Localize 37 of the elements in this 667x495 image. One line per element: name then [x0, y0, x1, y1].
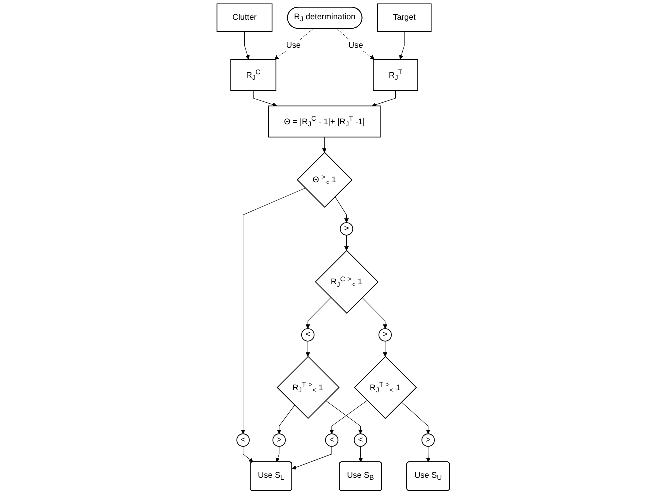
arrow [372, 90, 396, 108]
arrow [276, 446, 280, 462]
edge-label: Use [286, 41, 302, 50]
arrow [401, 402, 431, 434]
arrow [426, 446, 431, 462]
arrow [253, 90, 278, 108]
arrow [336, 28, 375, 60]
arrow [330, 400, 368, 434]
arrow [383, 341, 388, 357]
arrow [334, 196, 349, 224]
arrow [358, 446, 364, 462]
node-box: Clutter [216, 4, 273, 32]
arrow [292, 446, 332, 470]
arrow [277, 405, 296, 434]
arrow [244, 32, 250, 60]
arrow [322, 137, 327, 153]
arrow [306, 341, 310, 357]
arrow [399, 32, 405, 60]
arrow [326, 400, 363, 434]
arrow [362, 298, 388, 330]
node-box: Target [377, 4, 432, 32]
node-circle: > [422, 434, 436, 447]
edge-label: Use [348, 41, 364, 50]
node-circle: < [354, 434, 368, 447]
node-circle: > [378, 328, 392, 342]
node-circle: < [301, 328, 315, 342]
node-circle: > [272, 434, 286, 447]
node-circle: < [325, 434, 339, 447]
node-diamond: Θ $^{>}$$_{<}$ 1 [297, 152, 353, 208]
arrow [344, 235, 349, 251]
node-circle: < [236, 434, 250, 447]
node-circle: > [340, 222, 354, 236]
arrow [241, 188, 306, 434]
arrow [274, 28, 314, 60]
node-box: Θ = |R$_{J}$$^{C}$ - 1|+ |R$_{J}$$^{T}$ -1| [268, 106, 381, 138]
arrow [306, 298, 332, 330]
arrow [243, 446, 254, 462]
